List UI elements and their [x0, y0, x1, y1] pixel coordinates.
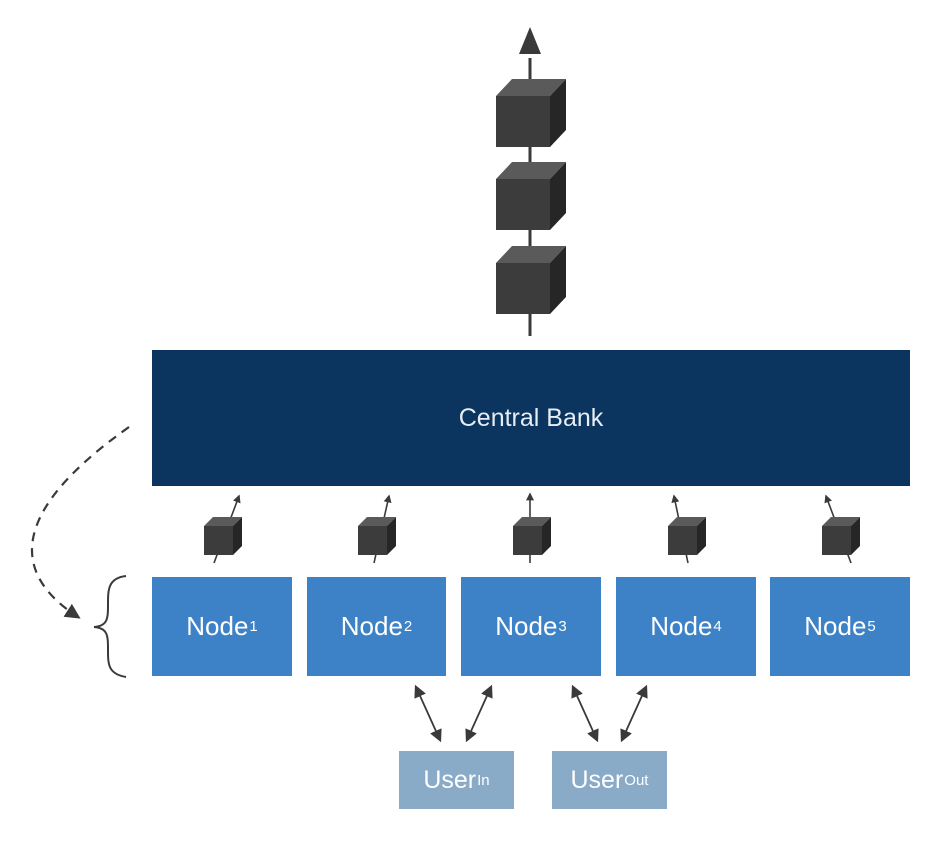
node-1-sub: 1 — [249, 618, 258, 635]
node-box-1 — [152, 577, 292, 676]
central-bank-label: Central Bank — [152, 350, 910, 486]
nodes-curly-brace — [93, 575, 127, 678]
node-box-5 — [770, 577, 910, 676]
node-submission-3 — [513, 492, 551, 563]
blockchain-stack — [496, 27, 566, 336]
node-5-sub: 5 — [867, 618, 876, 635]
node-3-name: Node — [495, 611, 558, 641]
user-in-node3-arrow — [465, 684, 493, 743]
user-in-name: User — [423, 765, 477, 794]
node-5-name: Node — [804, 611, 867, 641]
node-4-sub: 4 — [713, 618, 722, 635]
user-out-node4-arrow — [620, 684, 648, 743]
node-2-sub: 2 — [403, 618, 413, 635]
chain-block-3 — [496, 246, 566, 314]
user-in-node2-arrow — [414, 684, 442, 743]
central-bank-box — [152, 350, 910, 486]
user-box-out — [552, 751, 667, 809]
user-out-node3-arrow — [571, 684, 599, 743]
node-2-name: Node — [340, 611, 403, 641]
user-box-in — [399, 751, 514, 809]
node-submission-1 — [204, 494, 242, 564]
user-out-name: User — [570, 765, 624, 794]
chain-block-2 — [496, 162, 566, 230]
node-4-name: Node — [650, 611, 713, 641]
node-submission-2 — [358, 494, 396, 564]
node-box-3 — [461, 577, 601, 676]
node-box-2 — [307, 577, 446, 676]
node-submission-5 — [822, 494, 860, 564]
user-in-sub: In — [477, 771, 490, 789]
dashed-feedback-arrow — [31, 426, 130, 619]
chain-up-arrowhead — [519, 27, 541, 54]
node-box-4 — [616, 577, 756, 676]
user-out-sub: Out — [624, 771, 649, 789]
central-bank-text: Central Bank — [458, 403, 604, 432]
chain-block-1 — [496, 79, 566, 147]
node-1-name: Node — [186, 611, 249, 641]
node-submission-4 — [668, 494, 706, 564]
node-3-sub: 3 — [558, 618, 567, 635]
